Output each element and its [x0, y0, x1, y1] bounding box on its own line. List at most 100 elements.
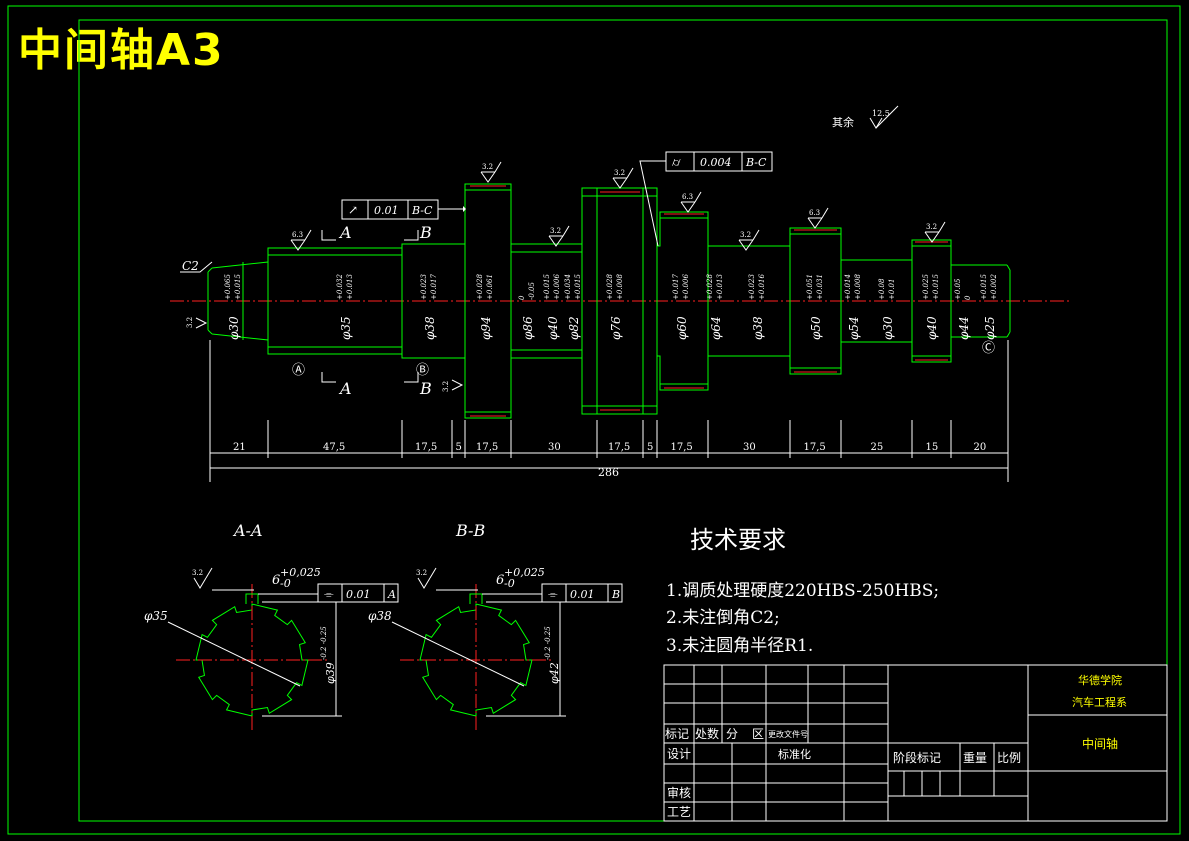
- diameter-label: φ35: [339, 316, 353, 340]
- diameter-upper-tol: +0.014: [844, 274, 852, 300]
- outer-frame: [7, 5, 1181, 835]
- cylindricity-symbol-icon: ⌭: [672, 155, 681, 169]
- roughness-value: 3.2: [740, 231, 751, 239]
- count-label: 处数: [695, 726, 719, 741]
- roughness-mark: 6.3: [680, 191, 702, 213]
- diameter-upper-tol: +0.08: [878, 278, 886, 300]
- svg-text:-0: -0: [504, 577, 515, 590]
- cut-a-top: A: [338, 223, 352, 242]
- length-value: 47,5: [323, 442, 345, 453]
- diameter-label: φ60: [675, 316, 689, 340]
- length-value: 5: [456, 442, 462, 453]
- shaft-outline: [207, 183, 1011, 419]
- spline-profile: [195, 603, 309, 717]
- spline-diameter: φ35: [144, 609, 168, 623]
- diameter-label: φ86: [521, 316, 535, 340]
- diameter-label: φ25: [983, 316, 997, 340]
- length-value: 25: [871, 442, 884, 453]
- zone-label-1: 分: [726, 727, 738, 741]
- runout-frame: ↗ 0.01 B-C: [341, 199, 466, 220]
- length-value: 17,5: [415, 442, 437, 453]
- diameter-upper-tol: +0.05: [954, 278, 962, 300]
- roughness-mark: 3.2: [738, 229, 760, 251]
- diameter-upper-tol: +0.032: [336, 274, 344, 300]
- diameter-lower-tol: +0.015: [234, 274, 242, 300]
- diameter-lower-tol: +0.006: [682, 274, 690, 300]
- section-title: B-B: [455, 521, 485, 540]
- length-value: 30: [743, 442, 756, 453]
- diameter-dimensions: φ30+0.065+0.015φ35+0.032+0.013φ38+0.023+…: [224, 274, 998, 340]
- change-doc-label: 更改文件号: [768, 729, 808, 739]
- roughness-other-label: 其余: [832, 115, 854, 129]
- cut-b-top: B: [419, 223, 432, 242]
- diameter-upper-tol: 0: [518, 295, 526, 300]
- cylindricity-datum: B-C: [745, 156, 767, 169]
- diameter-upper-tol: +0.015: [980, 274, 988, 300]
- diameter-upper-tol: +0.017: [672, 274, 680, 300]
- length-value: 30: [548, 442, 561, 453]
- symmetry-icon: ⌯: [324, 587, 334, 601]
- length-value: 5: [647, 442, 653, 453]
- process-label: 工艺: [667, 805, 691, 819]
- diameter-upper-tol: +0.065: [224, 274, 232, 300]
- diameter-upper-tol: +0.023: [748, 274, 756, 300]
- zone-label-2: 区: [752, 727, 764, 741]
- title-block: 华德学院 汽车工程系 中间轴 标记 处数 分 区 更改文件号 设计 标准化 阶段…: [663, 664, 1168, 822]
- svg-text:-0: -0: [280, 577, 291, 590]
- diameter-upper-tol: +0.034: [564, 274, 572, 300]
- stage-label: 阶段标记: [893, 750, 941, 765]
- length-value: 20: [974, 442, 987, 453]
- diameter-lower-tol: +0.008: [854, 274, 862, 300]
- diameter-lower-tol: +0.061: [486, 274, 494, 300]
- diameter-upper-tol: +0.028: [476, 274, 484, 300]
- roughness-mark: 6.3: [807, 207, 829, 229]
- length-value: 17,5: [608, 442, 630, 453]
- diameter-lower-tol: +0.016: [758, 274, 766, 300]
- diameter-label: φ50: [809, 316, 823, 340]
- length-value: 21: [233, 442, 246, 453]
- diameter-label: φ44: [957, 316, 971, 340]
- diameter-lower-tol: 0: [964, 295, 972, 300]
- svg-text:+0,025: +0,025: [504, 566, 545, 579]
- diameter-label: φ76: [609, 316, 623, 340]
- key-width: 6: [496, 573, 504, 588]
- roughness-mark: 6.3: [290, 229, 312, 251]
- diameter-label: φ64: [709, 316, 723, 340]
- diameter-lower-tol: -0.05: [528, 282, 536, 300]
- runout-value: 0.01: [374, 204, 399, 217]
- length-value: 17,5: [671, 442, 693, 453]
- school-name: 华德学院: [1078, 673, 1122, 687]
- chamfer-label: C2: [182, 259, 199, 273]
- diameter-label: φ30: [881, 316, 895, 340]
- diameter-lower-tol: +0.006: [553, 274, 561, 300]
- length-value: 17,5: [804, 442, 826, 453]
- svg-text:3.2: 3.2: [192, 569, 203, 577]
- roughness-mark: 3.2: [480, 161, 502, 183]
- roughness-other-value: 12.5: [872, 109, 890, 118]
- diameter-lower-tol: +0.013: [716, 274, 724, 300]
- diameter-lower-tol: +0.031: [816, 274, 824, 300]
- roughness-mark: 3.2: [924, 221, 946, 243]
- roughness-value: 3.2: [482, 163, 493, 171]
- diameter-label: φ94: [479, 316, 493, 340]
- roughness-value: 6.3: [809, 209, 820, 217]
- key-width: 6: [272, 573, 280, 588]
- technical-requirements: 技术要求 1.调质处理硬度220HBS-250HBS; 2.未注倒角C2; 3.…: [666, 526, 939, 656]
- scale-label: 比例: [997, 751, 1021, 765]
- roughness-value: 3.2: [614, 169, 625, 177]
- diameter-label: φ38: [423, 316, 437, 340]
- section-title: A-A: [232, 521, 263, 540]
- tech-item-2: 2.未注倒角C2;: [666, 608, 780, 628]
- diameter-upper-tol: +0.025: [922, 274, 930, 300]
- svg-text:3.2: 3.2: [442, 381, 450, 392]
- weight-label: 重量: [963, 751, 987, 765]
- diameter-label: φ82: [567, 316, 581, 340]
- roughness-value: 6.3: [682, 193, 693, 201]
- svg-text:0.01: 0.01: [346, 588, 371, 601]
- standard-label: 标准化: [778, 747, 811, 761]
- cut-b-bottom: B: [419, 379, 432, 398]
